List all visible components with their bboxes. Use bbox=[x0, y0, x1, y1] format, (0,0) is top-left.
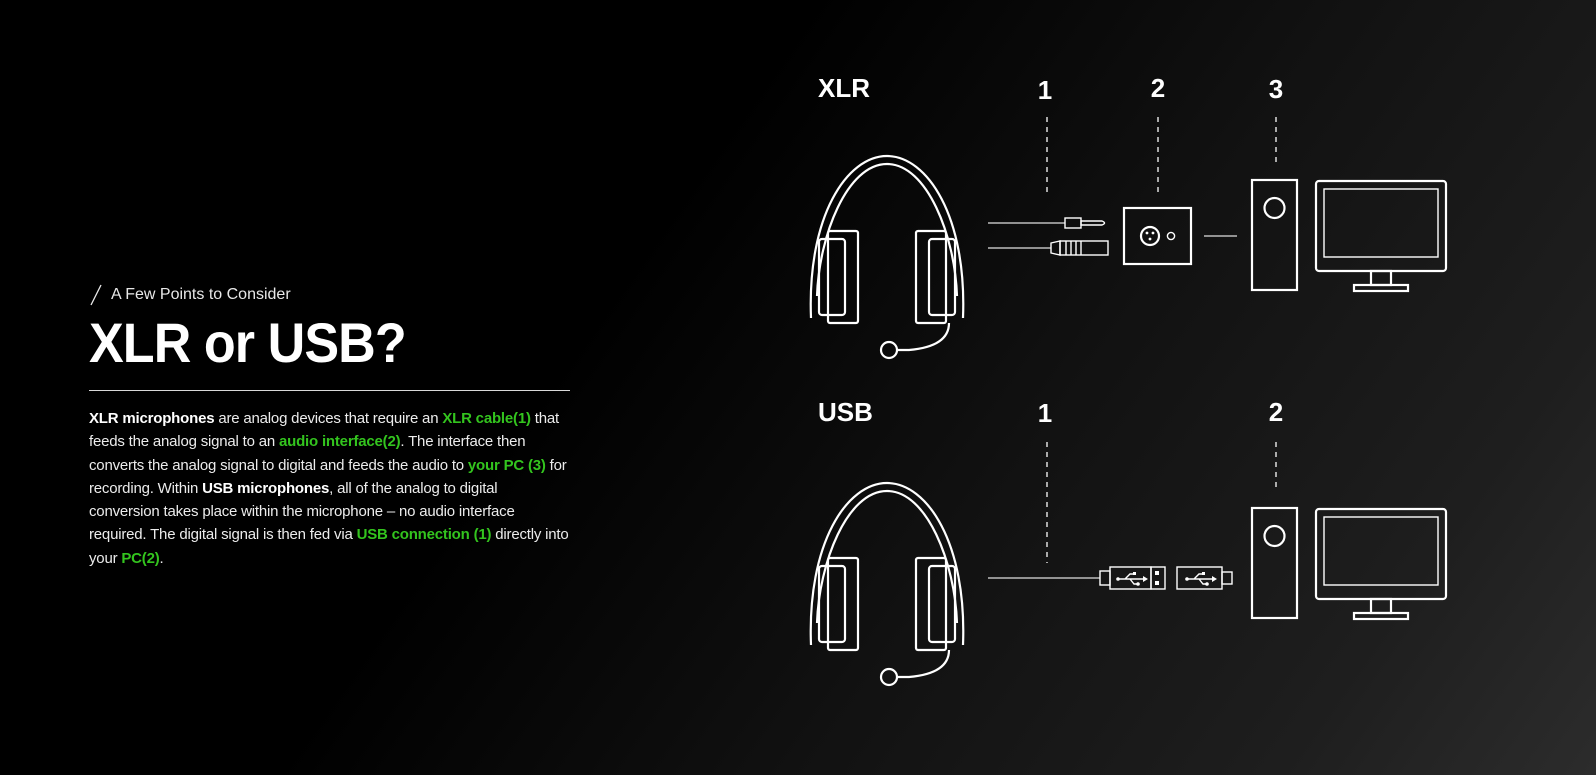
xlr-step-1: 1 bbox=[1038, 75, 1052, 105]
body-text: for recording. Within bbox=[89, 456, 567, 497]
highlight-usb-connection: USB connection (1) bbox=[356, 526, 492, 544]
title-divider bbox=[89, 390, 570, 391]
eyebrow-text: A Few Points to Consider bbox=[111, 286, 291, 303]
usb-step-1: 1 bbox=[1038, 398, 1052, 428]
xlr-plug-icon bbox=[988, 240, 1109, 256]
monitor-icon bbox=[1314, 179, 1448, 293]
usb-port-icon bbox=[1176, 566, 1233, 590]
pc-tower-icon bbox=[1250, 178, 1299, 292]
body-text: directly into your bbox=[89, 526, 569, 567]
usb-row-label: USB bbox=[818, 397, 873, 427]
audio-interface-icon bbox=[1122, 206, 1193, 266]
body-text: are analog devices that require an bbox=[214, 410, 443, 427]
slash-icon bbox=[90, 284, 102, 306]
page-title: XLR or USB? bbox=[89, 311, 407, 374]
monitor-icon bbox=[1314, 507, 1448, 621]
highlight-pc: PC(2) bbox=[121, 549, 160, 567]
term-usb-microphones: USB microphones bbox=[202, 479, 330, 497]
xlr-step-3: 3 bbox=[1269, 74, 1283, 104]
xlr-step-2: 2 bbox=[1151, 73, 1165, 103]
highlight-audio-interface: audio interface(2) bbox=[278, 433, 401, 451]
body-text: that feeds the analog signal to an bbox=[89, 410, 559, 451]
xlr-row-label: XLR bbox=[818, 73, 870, 103]
pc-tower-icon bbox=[1250, 506, 1299, 620]
body-text: . The interface then converts the analog… bbox=[89, 433, 526, 474]
body-text: , all of the analog to digital conversio… bbox=[89, 479, 515, 544]
highlight-your-pc: your PC (3) bbox=[467, 456, 546, 474]
trs-plug-icon bbox=[988, 217, 1106, 229]
section-eyebrow: A Few Points to Consider bbox=[89, 284, 569, 306]
usb-plug-icon bbox=[988, 566, 1166, 590]
body-text: . bbox=[159, 549, 164, 567]
text-column: A Few Points to Consider XLR or USB? XLR… bbox=[89, 284, 570, 585]
term-xlr-microphones: XLR microphones bbox=[89, 410, 215, 427]
headset-icon bbox=[809, 154, 965, 360]
highlight-xlr-cable: XLR cable(1) bbox=[442, 410, 531, 427]
body-paragraph: XLR microphones are analog devices that … bbox=[89, 407, 569, 570]
headset-icon bbox=[809, 481, 965, 687]
usb-step-2: 2 bbox=[1269, 397, 1283, 427]
